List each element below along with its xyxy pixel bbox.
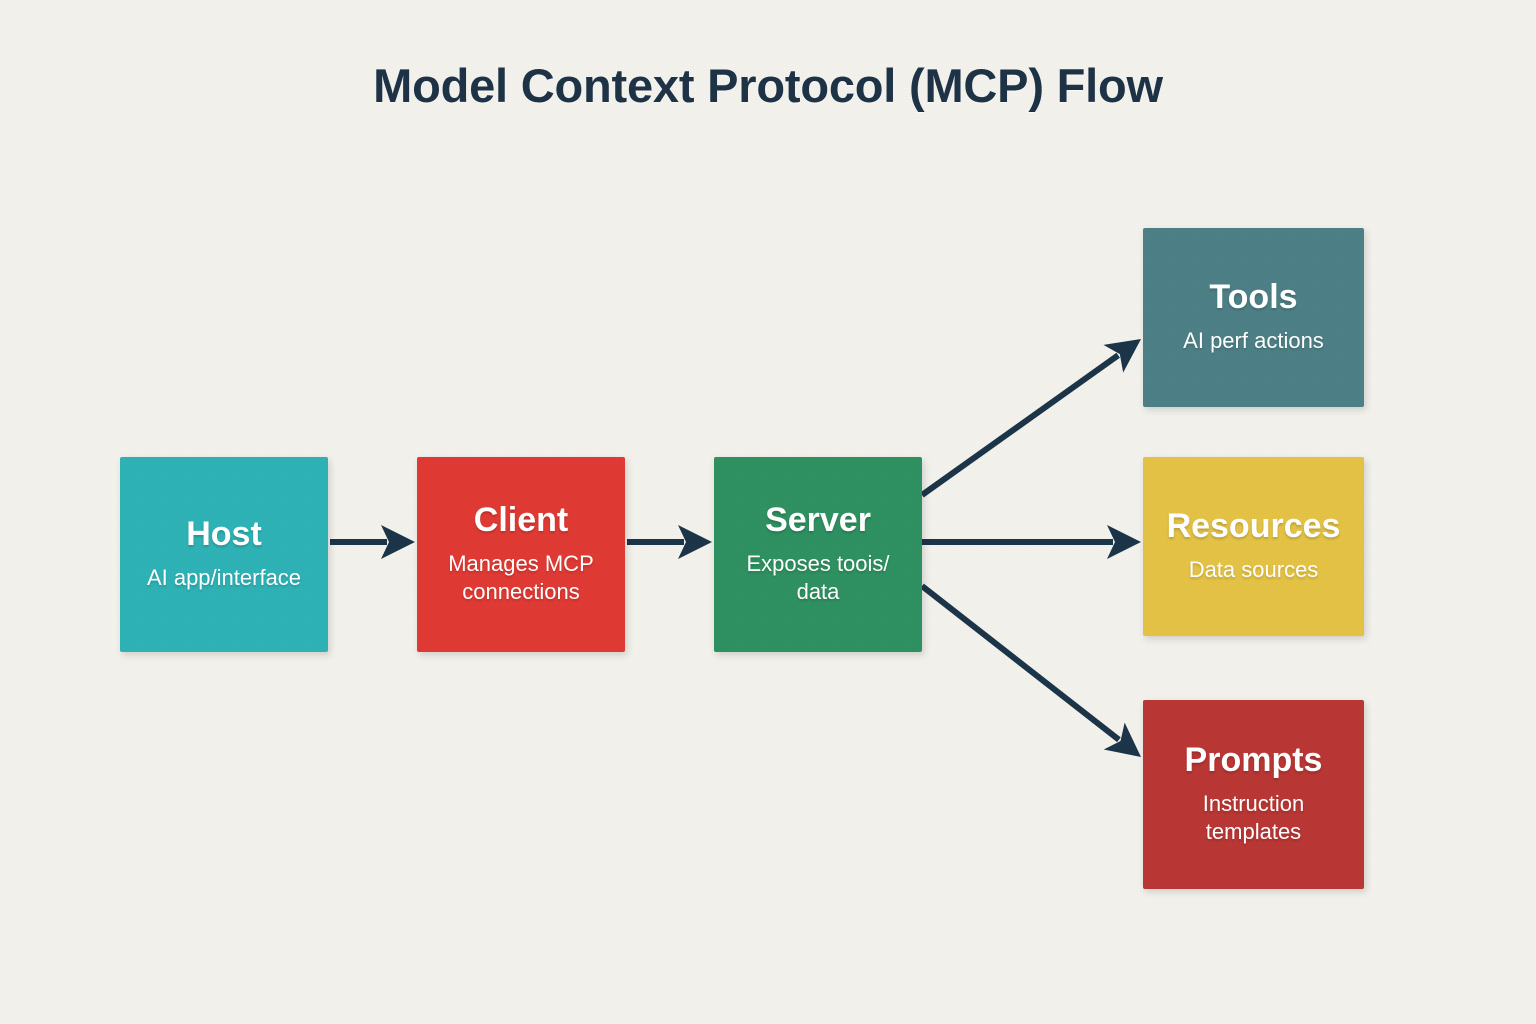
node-prompts-title: Prompts <box>1184 741 1323 779</box>
node-server-subtitle: Exposes toois/ data <box>746 550 890 604</box>
node-tools-subtitle: AI perf actions <box>1183 327 1324 353</box>
arrow-server-to-resources <box>922 525 1141 559</box>
arrow-host-to-client <box>330 525 415 559</box>
node-client-subtitle: Manages MCP connections <box>448 550 594 604</box>
node-server-title: Server <box>765 501 871 539</box>
arrow-client-to-server <box>627 525 712 559</box>
node-host[interactable]: Host AI app/interface <box>120 457 328 652</box>
node-host-subtitle: AI app/interface <box>146 564 302 590</box>
node-resources-subtitle: Data sources <box>1188 556 1319 582</box>
node-tools[interactable]: Tools AI perf actions <box>1143 228 1364 407</box>
node-tools-title: Tools <box>1209 278 1298 317</box>
arrow-server-to-tools <box>920 339 1141 498</box>
arrow-server-to-prompts <box>920 583 1141 757</box>
node-prompts-subtitle: Instruction templates <box>1202 790 1305 844</box>
node-host-title: Host <box>186 515 262 554</box>
page-title: Model Context Protocol (MCP) Flow <box>373 59 1163 112</box>
node-client-title: Client <box>473 501 569 539</box>
node-resources-title: Resources <box>1166 507 1341 546</box>
